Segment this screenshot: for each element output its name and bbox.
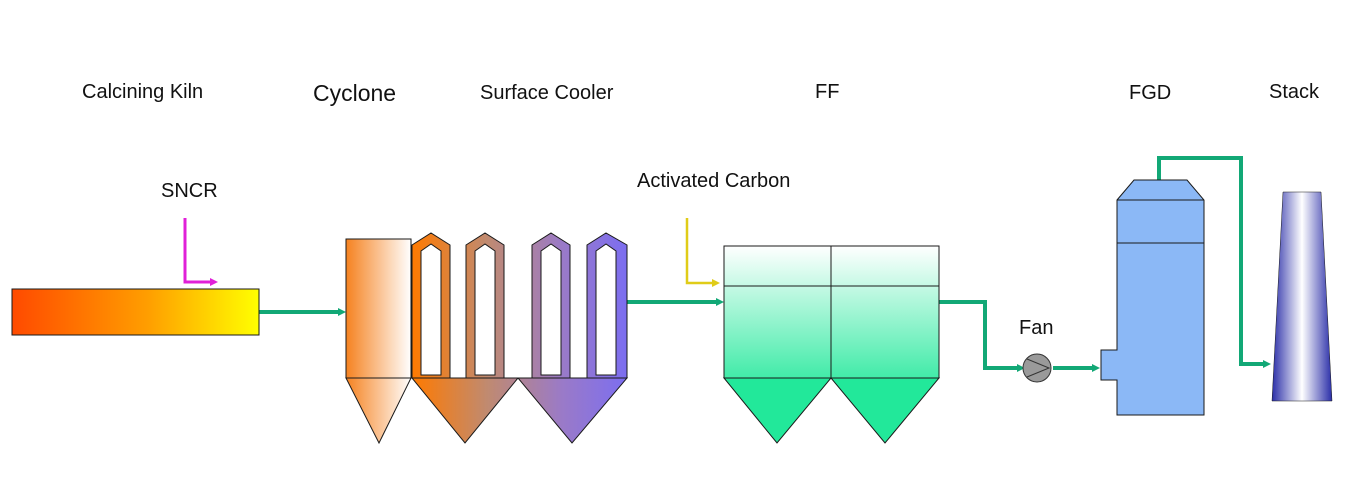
fgd-label: FGD — [1129, 82, 1172, 104]
fabric-filter-shape — [722, 245, 941, 444]
cyclone-shape — [345, 238, 412, 445]
stack-shape — [1271, 191, 1333, 402]
arrowhead-cyclone — [338, 308, 346, 316]
arrowhead-fan — [1017, 364, 1025, 372]
flue-gas-lines — [259, 156, 1265, 370]
ff-label: FF — [815, 81, 840, 103]
activated-carbon-line — [685, 218, 720, 287]
arrowhead-fgd — [1092, 364, 1100, 372]
surface-cooler-label: Surface Cooler — [480, 82, 614, 104]
sncr-label: SNCR — [161, 180, 218, 202]
arrowhead-stack — [1263, 360, 1271, 368]
sncr-injection-line — [183, 218, 218, 286]
activated-carbon-label: Activated Carbon — [637, 170, 791, 192]
fgd-to-stack-line — [1157, 156, 1265, 366]
ff-to-fan-line — [939, 300, 1019, 370]
fan-label: Fan — [1019, 317, 1054, 339]
stack-label: Stack — [1269, 81, 1320, 103]
fan-icon — [1022, 353, 1052, 383]
cyclone-label: Cyclone — [313, 80, 397, 106]
flue-gas-arrowheads — [338, 298, 1271, 372]
arrowhead-ff — [716, 298, 724, 306]
calcining-kiln-shape — [11, 288, 260, 336]
surface-cooler-shape — [410, 232, 629, 444]
calcining-kiln-label: Calcining Kiln — [82, 81, 204, 103]
fgd-tower-shape — [1100, 179, 1205, 416]
